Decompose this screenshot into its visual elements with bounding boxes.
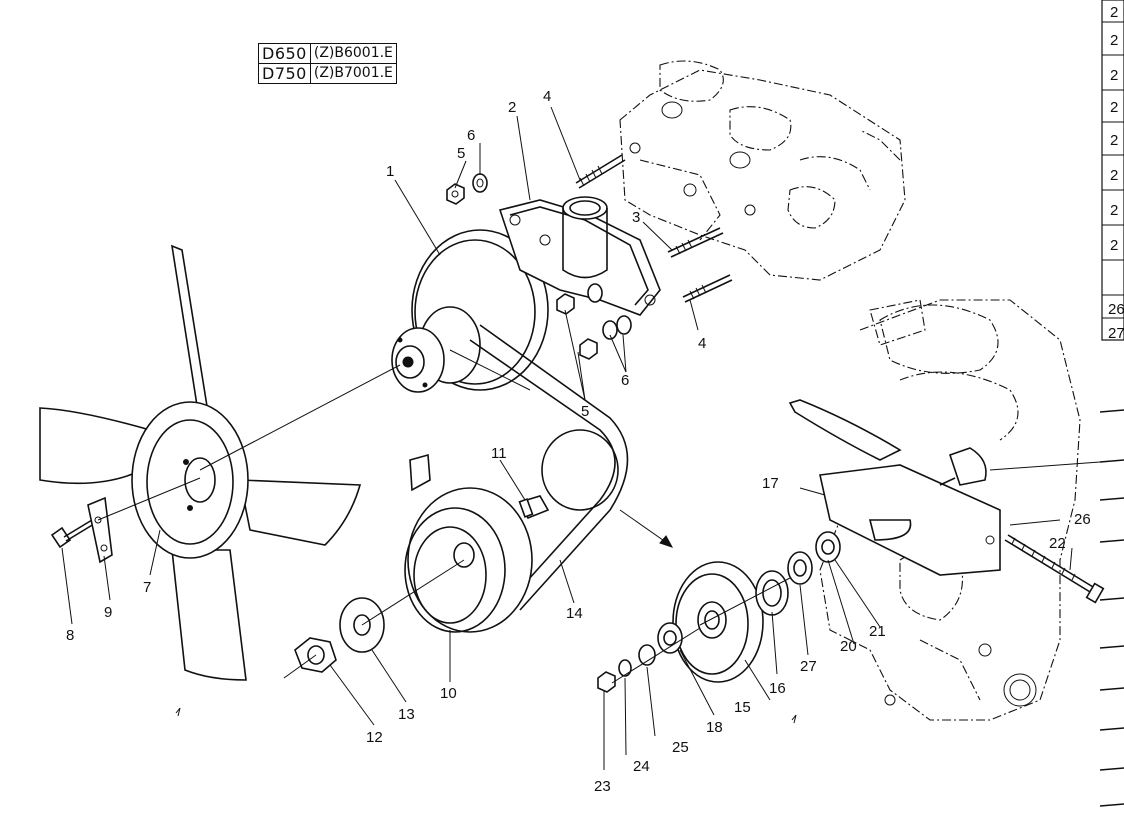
right-edge-index: 2 2 2 2 2 2 2 2 26 27 bbox=[1099, 0, 1124, 807]
edge-label-2: 2 bbox=[1110, 32, 1118, 49]
cooling-fan bbox=[39, 244, 362, 681]
callout-22: 22 bbox=[1049, 535, 1066, 552]
fan-bolt bbox=[50, 519, 95, 549]
callout-1: 1 bbox=[386, 163, 394, 180]
edge-label-8: 2 bbox=[1110, 237, 1118, 254]
callout-2: 2 bbox=[508, 99, 516, 116]
stray-mark bbox=[791, 714, 797, 724]
nut-washer-set bbox=[446, 173, 632, 360]
tension-bracket bbox=[788, 399, 1001, 576]
callout-18: 18 bbox=[706, 719, 723, 736]
edge-label-26: 26 bbox=[1108, 301, 1124, 318]
model-name: D750 bbox=[258, 63, 311, 84]
callout-10: 10 bbox=[440, 685, 457, 702]
callout-21: 21 bbox=[869, 623, 886, 640]
edge-label-1: 2 bbox=[1110, 4, 1118, 21]
water-pump-body bbox=[498, 196, 661, 316]
callout-27: 27 bbox=[800, 658, 817, 675]
model-row: D750 (Z)B7001.E bbox=[258, 63, 397, 84]
callout-labels: 1 2 3 4 4 5 5 6 6 7 8 9 10 11 12 13 14 1… bbox=[66, 88, 1091, 795]
fan-plate bbox=[87, 496, 113, 564]
callout-11: 11 bbox=[491, 445, 507, 462]
callout-23: 23 bbox=[594, 778, 611, 795]
bracket-bolt-line bbox=[989, 461, 1101, 471]
callout-7: 7 bbox=[143, 579, 151, 596]
model-name: D650 bbox=[258, 43, 311, 64]
callout-6-lower: 6 bbox=[621, 372, 629, 389]
small-washers bbox=[597, 622, 683, 693]
callout-6-upper: 6 bbox=[467, 127, 475, 144]
model-code: (Z)B6001.E bbox=[309, 43, 397, 64]
edge-label-7: 2 bbox=[1110, 202, 1118, 219]
model-row: D650 (Z)B6001.E bbox=[258, 43, 397, 64]
tension-pulley bbox=[672, 561, 764, 683]
callout-26: 26 bbox=[1074, 511, 1091, 528]
callout-15: 15 bbox=[734, 699, 751, 716]
stray-mark bbox=[175, 707, 181, 717]
stud-upper bbox=[575, 154, 626, 189]
callout-25: 25 bbox=[672, 739, 689, 756]
callout-17: 17 bbox=[762, 475, 779, 492]
model-code: (Z)B7001.E bbox=[309, 63, 397, 84]
edge-label-3: 2 bbox=[1110, 67, 1118, 84]
stud-middle bbox=[667, 227, 724, 258]
callout-12: 12 bbox=[366, 729, 383, 746]
fan-belt bbox=[469, 324, 629, 611]
pulley-key bbox=[518, 498, 534, 518]
callout-24: 24 bbox=[633, 758, 650, 775]
edge-label-6: 2 bbox=[1110, 167, 1118, 184]
callout-14: 14 bbox=[566, 605, 583, 622]
model-code-table: D650 (Z)B6001.E D750 (Z)B7001.E bbox=[258, 43, 397, 84]
bearing-set bbox=[755, 531, 841, 616]
crankshaft-pulley bbox=[404, 453, 550, 633]
callout-20: 20 bbox=[840, 638, 857, 655]
callout-4-lower: 4 bbox=[698, 335, 706, 352]
callout-8: 8 bbox=[66, 627, 74, 644]
callout-4-upper: 4 bbox=[543, 88, 551, 105]
callout-13: 13 bbox=[398, 706, 415, 723]
callout-16: 16 bbox=[769, 680, 786, 697]
assembly-lines bbox=[97, 349, 791, 684]
leader-lines bbox=[61, 106, 1073, 770]
edge-label-5: 2 bbox=[1110, 132, 1118, 149]
callout-9: 9 bbox=[104, 604, 112, 621]
edge-label-27: 27 bbox=[1108, 325, 1124, 342]
tension-bolt bbox=[1004, 534, 1105, 604]
engine-block-outline bbox=[619, 60, 906, 281]
callout-3: 3 bbox=[632, 209, 640, 226]
edge-label-4: 2 bbox=[1110, 99, 1118, 116]
callout-5-lower: 5 bbox=[581, 403, 589, 420]
stud-lower bbox=[682, 274, 733, 303]
callout-5-upper: 5 bbox=[457, 145, 465, 162]
